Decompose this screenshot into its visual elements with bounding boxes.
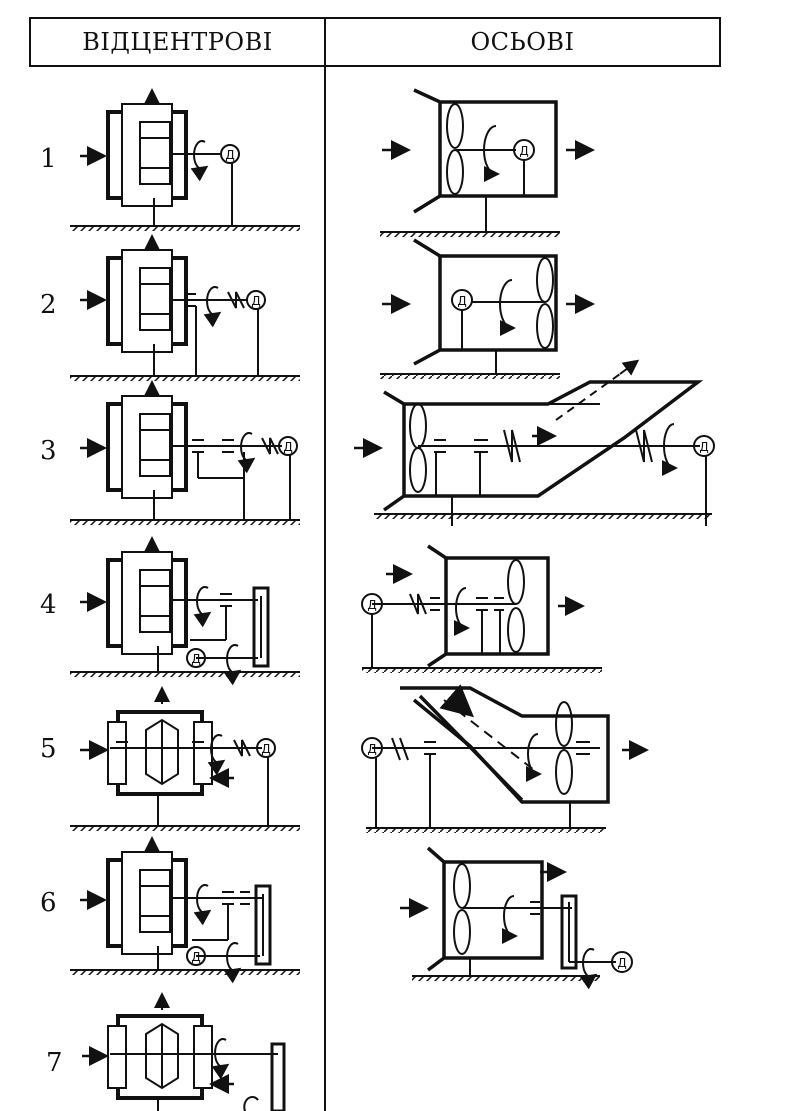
- motor-label: Д: [699, 440, 708, 454]
- axial-fan-4: Д: [361, 544, 602, 673]
- centrifugal-fan-4: Д: [70, 536, 300, 686]
- motor-label: Д: [519, 144, 528, 158]
- row-number-5: 5: [40, 734, 57, 764]
- motor-label: Д: [457, 294, 466, 308]
- row-number-4: 4: [40, 590, 57, 620]
- axial-fan-2: Д: [380, 238, 595, 379]
- header-axial: ОСЬОВІ: [470, 28, 575, 56]
- centrifugal-fan-3: Д: [70, 380, 300, 525]
- row-number-1: 1: [40, 144, 57, 174]
- motor-label: Д: [283, 440, 292, 454]
- motor-label: Д: [191, 652, 200, 666]
- centrifugal-fan-1: Д: [70, 88, 300, 231]
- row-number-3: 3: [40, 436, 57, 466]
- motor-label: Д: [225, 148, 234, 162]
- header-centrifugal: ВІДЦЕНТРОВІ: [82, 28, 273, 56]
- motor-label: Д: [367, 598, 376, 612]
- motor-label: Д: [367, 742, 376, 756]
- motor-label: Д: [191, 950, 200, 964]
- motor-label: Д: [617, 956, 626, 970]
- axial-fan-1: Д: [380, 88, 595, 237]
- axial-fan-6: Д: [400, 846, 633, 990]
- centrifugal-fan-2: Д: [70, 234, 300, 381]
- centrifugal-fan-7: [82, 992, 286, 1111]
- row-number-7: 7: [46, 1048, 63, 1078]
- centrifugal-fan-6: Д: [70, 836, 300, 984]
- row-number-2: 2: [40, 290, 57, 320]
- motor-label: Д: [251, 294, 260, 308]
- axial-fan-3: Д: [354, 359, 715, 526]
- centrifugal-fan-5: Д: [70, 686, 300, 831]
- row-number-6: 6: [40, 888, 57, 918]
- axial-fan-5: Д: [361, 684, 649, 833]
- motor-label: Д: [261, 742, 270, 756]
